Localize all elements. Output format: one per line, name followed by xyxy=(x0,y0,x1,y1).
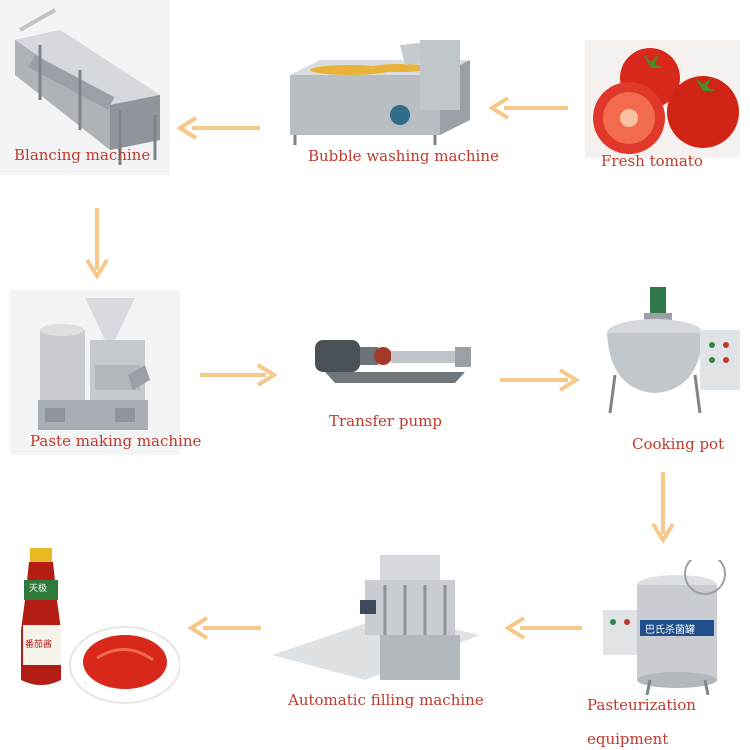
fresh-tomato-label: Fresh tomato xyxy=(601,152,703,170)
pasteurization-node: 巴氏杀菌罐 Pasteurization equipment xyxy=(585,560,750,750)
transfer-pump-node: Transfer pump xyxy=(305,325,485,435)
paste-making-machine-label: Paste making machine xyxy=(30,432,202,450)
blanching-machine-node: Blancing machine xyxy=(0,0,170,175)
pasteurization-label-line1: Pasteurization xyxy=(587,696,696,714)
arrow-down-icon xyxy=(85,208,109,280)
arrow-left-icon xyxy=(504,616,582,640)
bottle-mid-label: 番茄酱 xyxy=(25,640,53,650)
cooking-pot-node: Cooking pot xyxy=(600,285,745,460)
cooking-pot-image xyxy=(607,287,740,414)
transfer-pump-label: Transfer pump xyxy=(329,412,442,430)
cooking-pot-label: Cooking pot xyxy=(632,435,725,453)
bubble-washing-machine-node: Bubble washing machine xyxy=(280,20,520,170)
ketchup-product-node: 天极 番茄酱 xyxy=(15,540,180,710)
bottle-top-label: 天极 xyxy=(29,584,48,594)
arrow-left-icon xyxy=(176,116,260,140)
bubble-washing-machine-label: Bubble washing machine xyxy=(308,147,499,165)
arrow-left-icon xyxy=(187,616,261,640)
filling-machine-image xyxy=(272,555,480,680)
fresh-tomato-image xyxy=(585,40,740,158)
filling-machine-label: Automatic filling machine xyxy=(288,691,484,709)
arrow-left-icon xyxy=(488,96,568,120)
arrow-right-icon xyxy=(500,368,580,392)
blanching-machine-image xyxy=(0,0,170,175)
arrow-down-icon xyxy=(651,472,675,544)
fresh-tomato-node: Fresh tomato xyxy=(585,40,740,175)
arrow-right-icon xyxy=(200,363,278,387)
pasteurization-label-line2: equipment xyxy=(587,730,669,748)
ketchup-product-image xyxy=(21,548,180,704)
bubble-washing-machine-image xyxy=(290,40,470,145)
tank-banner-label: 巴氏杀菌罐 xyxy=(645,625,695,636)
filling-machine-node: Automatic filling machine xyxy=(270,555,530,720)
paste-making-machine-image xyxy=(10,290,180,455)
blanching-machine-label: Blancing machine xyxy=(14,146,151,164)
paste-making-machine-node: Paste making machine xyxy=(10,290,225,465)
transfer-pump-image xyxy=(315,340,471,383)
pasteurization-image xyxy=(603,560,726,695)
